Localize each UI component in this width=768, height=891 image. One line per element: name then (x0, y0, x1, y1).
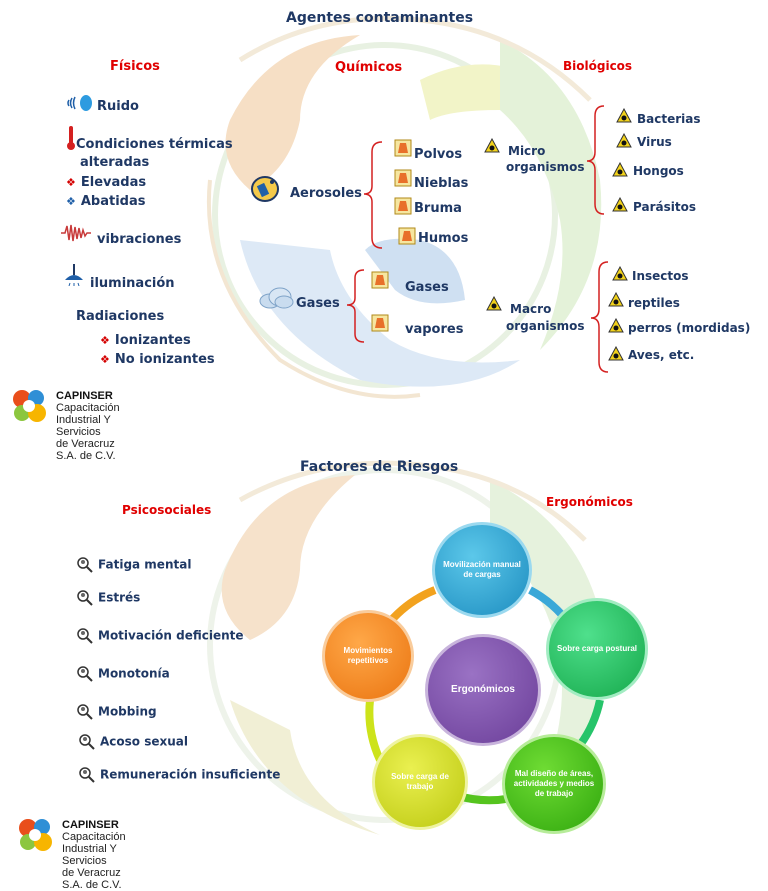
ergo-center: Ergonómicos (425, 634, 541, 746)
micro-label-1: Micro (508, 144, 546, 158)
fisicos-item-condiciones: Condiciones térmicas (76, 137, 233, 152)
rad-item-no-ionizantes: ❖No ionizantes (100, 352, 215, 367)
logo-line-1: Capacitación Industrial Y Servicios (56, 402, 120, 438)
psico-item-monotonia: Monotonía (76, 665, 170, 683)
diamond-bullet-icon: ❖ (100, 353, 110, 366)
aerosol-item-polvos: Polvos (414, 147, 463, 162)
biohazard-icon (612, 196, 628, 216)
quimicos-heading: Químicos (335, 60, 403, 75)
micro-item-bacterias: Bacterias (637, 112, 701, 126)
ergonomic-cycle-ring (365, 586, 604, 805)
micro-label-2: organismos (506, 160, 585, 174)
magnifier-person-icon (77, 590, 93, 606)
psico-item-acoso: Acoso sexual (78, 733, 188, 751)
cloud-icon (258, 287, 294, 313)
gas-item-gases: Gases (405, 280, 449, 295)
bottom-title: Factores de Riesgos (300, 459, 459, 475)
macro-item-reptiles: reptiles (628, 296, 680, 310)
magnifier-person-icon (77, 628, 93, 644)
vibration-icon (60, 223, 92, 247)
lamp-icon (62, 262, 86, 290)
magnifier-person-icon (79, 767, 95, 783)
aerosol-item-humos: Humos (418, 231, 469, 246)
psico-item-remuneracion: Remuneración insuficiente (78, 766, 280, 784)
micro-item-hongos: Hongos (633, 164, 684, 178)
logo-line-1: Capacitación Industrial Y Servicios (62, 831, 126, 867)
sound-icon (66, 94, 94, 116)
chemical-flask-icon (394, 196, 412, 220)
macro-brace (590, 261, 609, 373)
psico-item-estres: Estrés (76, 589, 140, 607)
ergo-node-sobre-carga-postural: Sobre carga postural (546, 598, 648, 700)
psico-item-fatiga: Fatiga mental (76, 556, 191, 574)
company-logo-icon (13, 390, 46, 422)
macro-item-perros: perros (mordidas) (628, 321, 751, 335)
biologicos-heading: Biológicos (563, 59, 633, 73)
biohazard-icon (612, 265, 628, 285)
ergonomicos-heading: Ergonómicos (546, 495, 633, 509)
top-title: Agentes contaminantes (286, 10, 474, 26)
rad-item-ionizantes: ❖Ionizantes (100, 333, 191, 348)
biohazard-icon (616, 132, 632, 152)
magnifier-person-icon (77, 704, 93, 720)
radiaciones-heading: Radiaciones (76, 309, 165, 324)
aerosol-item-nieblas: Nieblas (414, 176, 469, 191)
micro-item-virus: Virus (637, 135, 672, 149)
chemical-flask-icon (394, 138, 412, 162)
macro-item-insectos: Insectos (632, 269, 689, 283)
diamond-bullet-icon: ❖ (66, 195, 76, 208)
macro-item-aves: Aves, etc. (628, 348, 695, 362)
biohazard-icon (608, 317, 624, 337)
gases-brace (346, 269, 365, 343)
psicosociales-heading: Psicosociales (122, 503, 212, 517)
diamond-bullet-icon: ❖ (100, 334, 110, 347)
gas-item-vapores: vapores (405, 322, 464, 337)
fisicos-item-elevadas: ❖Elevadas (66, 175, 147, 190)
fisicos-heading: Físicos (110, 59, 160, 74)
fisicos-item-vibraciones: vibraciones (97, 232, 182, 247)
micro-item-parasitos: Parásitos (633, 200, 696, 214)
ergo-node-mal-diseno: Mal diseño de áreas, actividades y medio… (502, 734, 606, 834)
magnifier-person-icon (77, 666, 93, 682)
ergo-node-movimientos: Movimientos repetitivos (322, 610, 414, 702)
logo-brand: CAPINSER (56, 390, 113, 402)
aerosol-item-bruma: Bruma (414, 201, 462, 216)
magnifier-person-icon (79, 734, 95, 750)
chemical-flask-icon (371, 270, 389, 294)
psico-item-mobbing: Mobbing (76, 703, 157, 721)
macro-label-1: Macro (510, 302, 552, 316)
biohazard-icon (486, 295, 502, 315)
biohazard-icon (484, 137, 500, 157)
aerosoles-brace (363, 141, 383, 249)
biohazard-icon (616, 107, 632, 127)
ergo-node-sobre-carga-trabajo: Sobre carga de trabajo (372, 734, 468, 830)
company-logo-icon (19, 819, 52, 851)
fisicos-item-alteradas: alteradas (80, 155, 150, 170)
thermometer-icon (66, 125, 76, 155)
logo-line-2: de Veracruz S.A. de C.V. (62, 867, 122, 891)
magnifier-person-icon (77, 557, 93, 573)
ergo-node-movilizacion: Movilización manual de cargas (432, 522, 532, 618)
fisicos-item-ruido: Ruido (97, 99, 139, 114)
biohazard-icon (608, 291, 624, 311)
psico-item-motivacion: Motivación deficiente (76, 627, 244, 645)
chemical-flask-icon (371, 313, 389, 337)
chemical-flask-icon (394, 168, 412, 192)
chemical-flask-icon (398, 226, 416, 250)
aerosoles-label: Aerosoles (290, 186, 362, 201)
logo-brand: CAPINSER (62, 819, 119, 831)
micro-brace (586, 105, 605, 215)
fisicos-item-abatidas: ❖Abatidas (66, 194, 146, 209)
gases-label: Gases (296, 296, 340, 311)
logo-line-2: de Veracruz S.A. de C.V. (56, 438, 116, 462)
fisicos-item-iluminacion: iluminación (90, 276, 175, 291)
aerosol-can-icon (250, 174, 282, 208)
macro-label-2: organismos (506, 319, 585, 333)
top-swirl-background (206, 15, 602, 399)
diamond-bullet-icon: ❖ (66, 176, 76, 189)
biohazard-icon (608, 345, 624, 365)
biohazard-icon (612, 161, 628, 181)
